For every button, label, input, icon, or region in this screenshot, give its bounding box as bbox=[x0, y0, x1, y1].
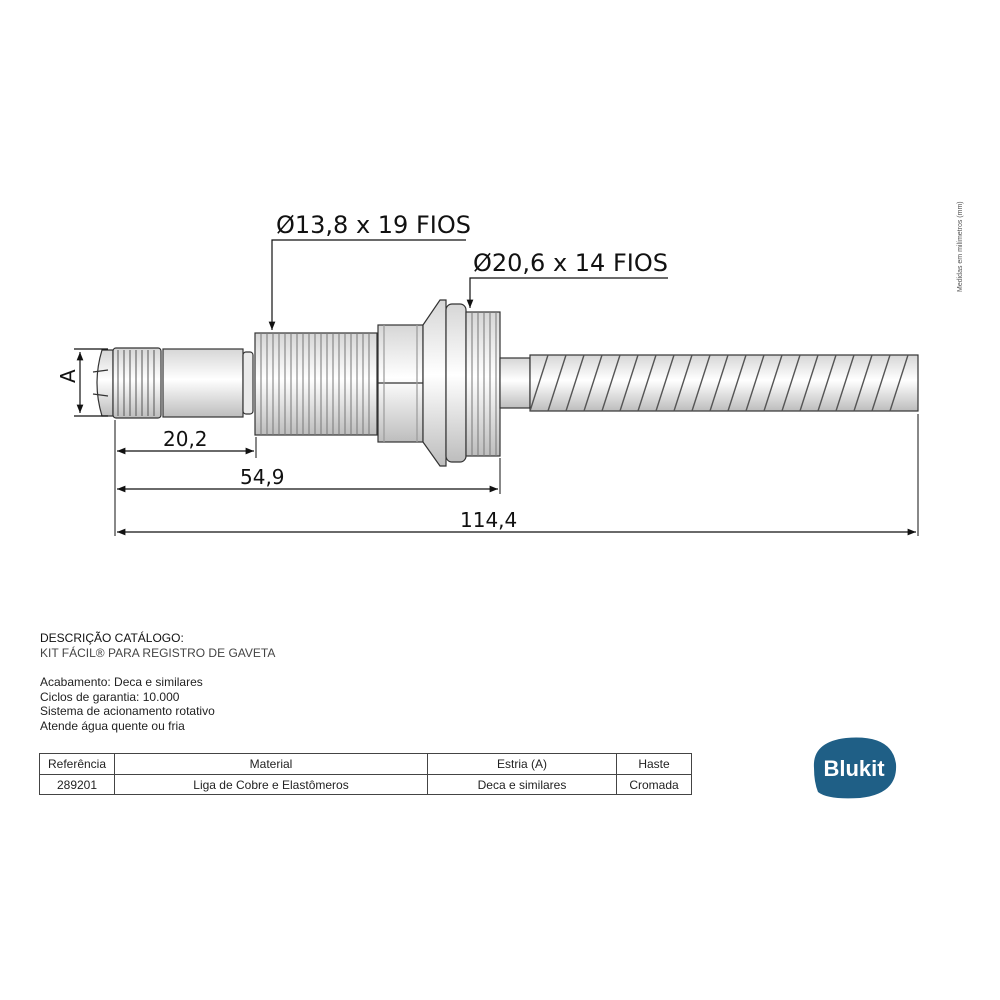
smooth-shank bbox=[162, 348, 244, 418]
description-line: Ciclos de garantia: 10.000 bbox=[40, 689, 180, 704]
small-thread-lines bbox=[260, 333, 370, 435]
dimension-lines bbox=[117, 447, 916, 536]
large-thread-body bbox=[465, 311, 501, 457]
header-haste: Haste bbox=[616, 753, 692, 775]
dimension-a bbox=[74, 348, 108, 417]
extension-lines bbox=[114, 414, 919, 536]
blukit-logo: Blukit bbox=[813, 737, 897, 799]
helix-grooves bbox=[529, 354, 909, 412]
callout-leaders bbox=[268, 239, 668, 330]
description-line: Acabamento: Deca e similares bbox=[40, 675, 203, 690]
cell-material: Liga de Cobre e Elastômeros bbox=[114, 774, 428, 795]
spec-table: Referência Material Estria (A) Haste 289… bbox=[39, 753, 692, 795]
cell-referencia: 289201 bbox=[39, 774, 115, 795]
dim-spline-label: A bbox=[56, 369, 80, 383]
dim-54-9: 54,9 bbox=[240, 465, 285, 489]
flange-ring bbox=[445, 303, 467, 463]
description-heading: DESCRIÇÃO CATÁLOGO: bbox=[40, 631, 184, 645]
description-line: Sistema de acionamento rotativo bbox=[40, 704, 215, 719]
dim-114-4: 114,4 bbox=[460, 508, 517, 532]
spline-ridges bbox=[117, 350, 155, 416]
table-row: 289201 Liga de Cobre e Elastômeros Deca … bbox=[39, 774, 692, 795]
callout-small-thread: Ø13,8 x 19 FIOS bbox=[276, 211, 471, 239]
callout-large-thread: Ø20,6 x 14 FIOS bbox=[473, 249, 668, 277]
flange bbox=[422, 299, 447, 467]
header-estria: Estria (A) bbox=[427, 753, 617, 775]
cell-haste: Cromada bbox=[616, 774, 692, 795]
leader-small-thread bbox=[268, 239, 466, 330]
header-material: Material bbox=[114, 753, 428, 775]
o-ring bbox=[242, 351, 254, 415]
header-referencia: Referência bbox=[39, 753, 115, 775]
technical-drawing: Ø13,8 x 19 FIOS Ø20,6 x 14 FIOS A 20,2 5… bbox=[56, 211, 919, 536]
units-note: Medidas em milímetros (mm) bbox=[957, 201, 964, 292]
dim-20-2: 20,2 bbox=[163, 427, 208, 451]
cell-estria: Deca e similares bbox=[427, 774, 617, 795]
catalog-description: DESCRIÇÃO CATÁLOGO: KIT FÁCIL® PARA REGI… bbox=[40, 631, 275, 734]
logo-blob bbox=[813, 737, 897, 799]
description-line: Atende água quente ou fria bbox=[40, 718, 185, 733]
spline-cap bbox=[96, 349, 114, 417]
description-product: KIT FÁCIL® PARA REGISTRO DE GAVETA bbox=[40, 645, 276, 660]
valve-stem-part bbox=[92, 299, 919, 467]
leader-large-thread bbox=[466, 277, 668, 308]
spline-head bbox=[112, 347, 162, 419]
spec-table-header: Referência Material Estria (A) Haste bbox=[39, 753, 692, 775]
helical-spindle bbox=[529, 354, 919, 412]
shaft-neck bbox=[499, 357, 531, 409]
logo-text: Blukit bbox=[823, 756, 885, 781]
